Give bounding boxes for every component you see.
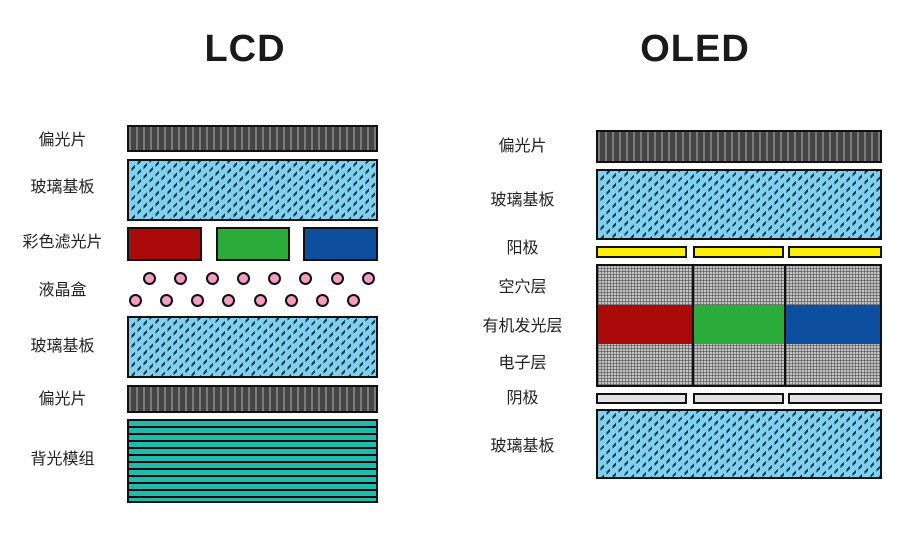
liquid-crystal-dot xyxy=(268,272,282,285)
lcd-label-polarizer-top: 偏光片 xyxy=(38,132,87,149)
lcd-title: LCD xyxy=(204,28,286,70)
liquid-crystal-dot-row-2 xyxy=(127,294,378,307)
oled-organic-stack xyxy=(596,264,882,387)
liquid-crystal-dot xyxy=(299,272,313,285)
lcd-glass-top-layer xyxy=(127,159,378,221)
liquid-crystal-dot xyxy=(361,272,375,285)
liquid-crystal-dot-row-1 xyxy=(127,272,378,285)
oled-cathode-layer xyxy=(596,393,882,404)
oled-polarizer-layer xyxy=(596,130,882,163)
anode-segment xyxy=(693,246,784,258)
oled-label-anode: 阳极 xyxy=(506,240,539,257)
color-filter-green-segment xyxy=(216,227,290,261)
liquid-crystal-dot xyxy=(174,272,188,285)
lcd-polarizer-bottom-layer xyxy=(127,385,378,413)
oled-subpixel-red xyxy=(598,266,692,385)
liquid-crystal-dot xyxy=(129,294,142,307)
oled-label-electron-layer: 电子层 xyxy=(498,355,547,372)
cathode-segment xyxy=(596,393,687,404)
liquid-crystal-dot xyxy=(346,294,360,307)
lcd-color-filter-layer xyxy=(127,227,378,261)
electron-layer-region xyxy=(694,344,784,385)
electron-layer-region xyxy=(598,344,692,385)
oled-label-hole-layer: 空穴层 xyxy=(498,279,547,296)
oled-label-cathode: 阴极 xyxy=(506,390,539,407)
oled-label-emitting-layer: 有机发光层 xyxy=(482,318,563,335)
emitting-layer-green xyxy=(694,305,784,344)
liquid-crystal-dot xyxy=(253,294,267,307)
oled-title: OLED xyxy=(640,28,750,70)
liquid-crystal-dot xyxy=(222,294,236,307)
oled-label-glass-bottom: 玻璃基板 xyxy=(490,438,555,455)
emitting-layer-red xyxy=(598,305,692,344)
lcd-label-glass-top: 玻璃基板 xyxy=(30,179,95,196)
anode-segment xyxy=(596,246,687,258)
oled-label-polarizer: 偏光片 xyxy=(498,138,547,155)
oled-label-glass-top: 玻璃基板 xyxy=(490,192,555,209)
oled-glass-top-layer xyxy=(596,169,882,240)
lcd-label-polarizer-bottom: 偏光片 xyxy=(38,391,87,408)
lcd-backlight-layer xyxy=(127,419,378,503)
liquid-crystal-dot xyxy=(143,272,156,285)
lcd-label-liquid-crystal: 液晶盒 xyxy=(38,282,87,299)
lcd-glass-bottom-layer xyxy=(127,316,378,378)
liquid-crystal-dot xyxy=(191,294,205,307)
emitting-layer-blue xyxy=(786,305,880,344)
color-filter-red-segment xyxy=(127,227,202,261)
lcd-label-backlight: 背光模组 xyxy=(30,451,95,468)
anode-segment xyxy=(788,246,882,258)
cathode-segment xyxy=(693,393,784,404)
cathode-segment xyxy=(788,393,882,404)
oled-anode-layer xyxy=(596,246,882,258)
liquid-crystal-dot xyxy=(315,294,329,307)
liquid-crystal-dot xyxy=(236,272,250,285)
hole-layer-region xyxy=(694,266,784,305)
oled-subpixel-blue xyxy=(786,266,880,385)
lcd-polarizer-top-layer xyxy=(127,125,378,152)
color-filter-blue-segment xyxy=(303,227,378,261)
oled-subpixel-green xyxy=(692,266,786,385)
liquid-crystal-dot xyxy=(205,272,219,285)
lcd-label-color-filter: 彩色滤光片 xyxy=(22,234,103,251)
liquid-crystal-dot xyxy=(160,294,174,307)
liquid-crystal-dot xyxy=(284,294,298,307)
lcd-label-glass-bottom: 玻璃基板 xyxy=(30,338,95,355)
hole-layer-region xyxy=(786,266,880,305)
electron-layer-region xyxy=(786,344,880,385)
oled-glass-bottom-layer xyxy=(596,409,882,479)
hole-layer-region xyxy=(598,266,692,305)
liquid-crystal-dot xyxy=(330,272,344,285)
